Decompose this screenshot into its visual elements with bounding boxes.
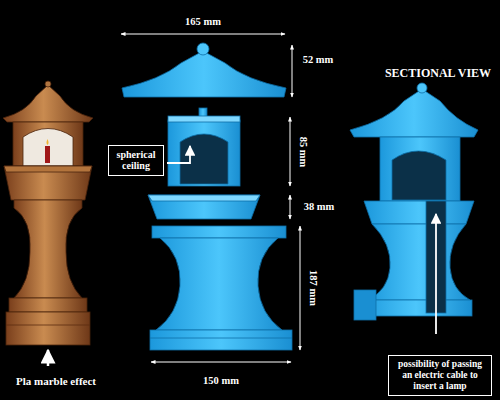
leader-arrow [435,214,437,334]
rendered-lantern-part [4,166,92,172]
exploded-parts-part [150,330,292,350]
callout-box: possibility of passing an electric cable… [388,355,492,396]
dimension-label: 85 mm [297,137,309,168]
rendered-lantern [3,81,93,366]
dimension-label: 52 mm [303,54,334,66]
rendered-lantern-part [13,122,83,166]
exploded-parts-part [122,51,286,97]
exploded-parts-part [148,195,260,201]
dimension-lines-part [290,117,291,186]
dimension-lines-part [151,362,291,363]
callout-box: spherical ceiling [108,145,164,176]
sectional-view-part [417,83,427,93]
exploded-parts-part [197,43,209,55]
exploded-parts-part [152,226,286,238]
dimension-lines-part [300,226,301,350]
sectional-view-part [368,224,470,300]
dimension-lines-part [292,45,293,97]
rendered-lantern-part [23,129,73,167]
exploded-parts-part [180,134,228,184]
exploded-parts [122,43,292,350]
sectional-view-part [354,290,376,320]
exploded-parts-part [156,238,282,330]
exploded-parts-part [148,195,260,219]
rendered-lantern-part [14,200,82,298]
caption-label: Pla marble effect [16,375,96,387]
exploded-parts-part [168,120,240,186]
rendered-lantern-part [6,312,90,345]
sectional-view-part [350,89,478,137]
exploded-parts-part [150,338,292,339]
sectional-view [350,83,478,334]
view-heading: SECTIONAL VIEW [385,67,491,80]
sectional-view-part [364,201,474,224]
rendered-lantern-part [47,139,49,145]
dimension-label: 38 mm [304,201,335,213]
sectional-view-part [392,151,446,200]
rendered-lantern-part [3,85,93,122]
dimension-lines [121,34,300,362]
sectional-view-part [360,300,472,316]
pointer-arrow [47,350,50,366]
dimension-lines-part [167,146,190,163]
dimension-lines-part [121,34,285,35]
callout-text: spherical ceiling [113,149,159,172]
callout-text: possibility of passing an electric cable… [393,359,487,392]
rendered-lantern-part [4,166,92,200]
sectional-view-part [380,137,460,201]
dimension-lines-part [290,195,291,219]
rendered-lantern-part [6,325,90,326]
dimension-label: 165 mm [185,16,221,28]
rendered-lantern-part [9,298,87,312]
exploded-parts-part [168,116,240,122]
rendered-lantern-part [45,81,51,87]
rendered-lantern-part [45,146,50,163]
dimension-label: 187 mm [307,270,319,306]
dimension-label: 150 mm [203,375,239,387]
